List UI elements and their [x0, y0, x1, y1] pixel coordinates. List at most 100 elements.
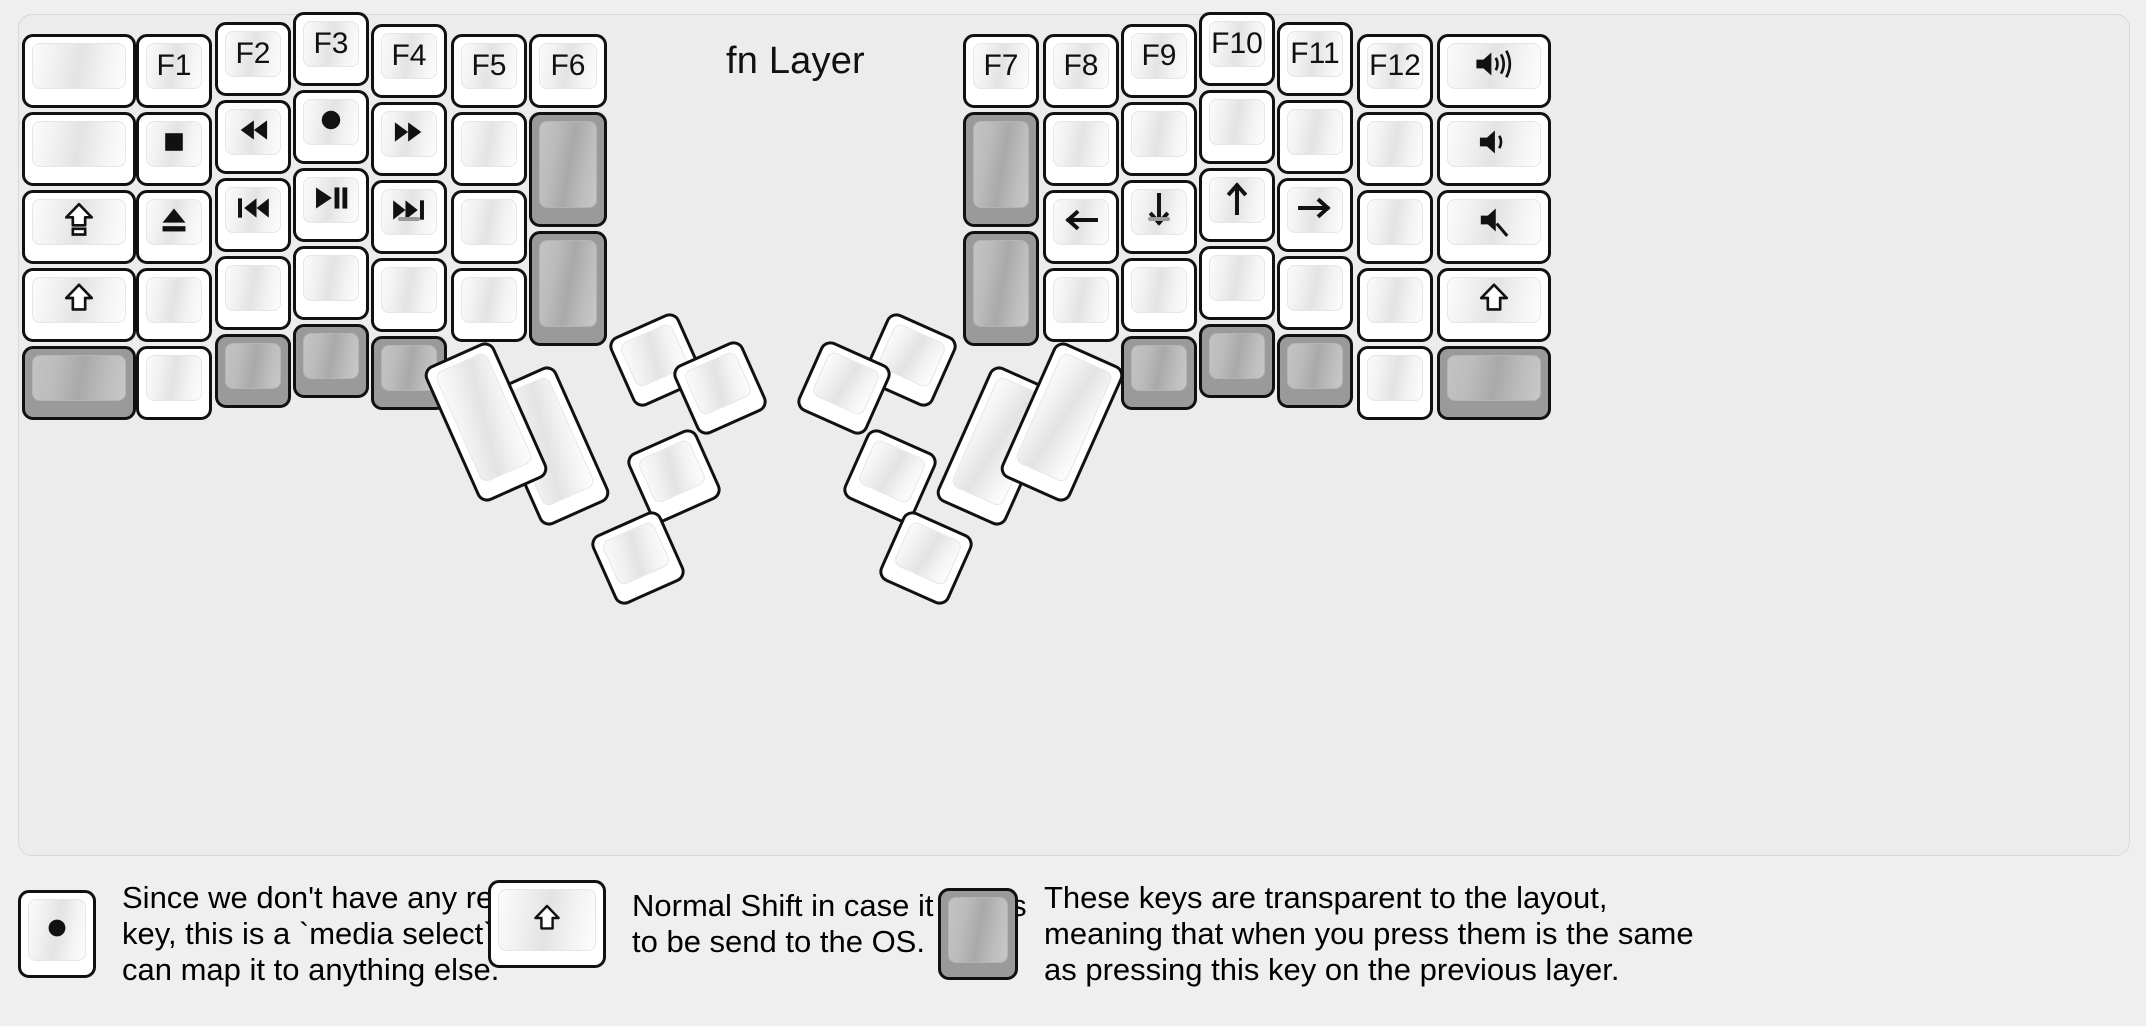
left-col-pinky-outer-key-1[interactable] — [22, 112, 136, 186]
keycap-surface — [225, 343, 281, 389]
right-col-middle-key-1[interactable] — [1199, 90, 1275, 164]
left-col-inner-key-2[interactable] — [529, 231, 607, 346]
right-col-middle-key-2[interactable] — [1199, 168, 1275, 242]
keycap-surface — [600, 520, 672, 587]
legend: Since we don't have any recording key, t… — [18, 862, 2128, 1012]
right-col-inner-key-2[interactable] — [963, 231, 1039, 346]
left-col-middle-key-1[interactable] — [293, 90, 369, 164]
left-col-ring-key-1[interactable] — [215, 100, 291, 174]
left-col-pinky-outer-key-2[interactable] — [22, 190, 136, 264]
keycap-surface — [303, 177, 359, 223]
left-col-pinky-key-3[interactable] — [136, 268, 212, 342]
left-col-inner-key-0[interactable]: F6 — [529, 34, 607, 108]
right-col-ring-key-2[interactable] — [1277, 178, 1353, 252]
left-col-index-key-3[interactable] — [371, 258, 447, 332]
keycap-surface: F9 — [1131, 33, 1187, 79]
left-col-pinky-key-2[interactable] — [136, 190, 212, 264]
right-col-index-inner-key-1[interactable] — [1043, 112, 1119, 186]
right-col-ring-key-4[interactable] — [1277, 334, 1353, 408]
right-col-pinky-key-4[interactable] — [1357, 346, 1433, 420]
right-col-index-inner-key-3[interactable] — [1043, 268, 1119, 342]
keycap-surface — [810, 350, 882, 417]
left-col-pinky-outer-key-4[interactable] — [22, 346, 136, 420]
key-label: F10 — [1211, 27, 1263, 60]
right-col-pinky-key-2[interactable] — [1357, 190, 1433, 264]
right-col-index-key-0[interactable]: F9 — [1121, 24, 1197, 98]
keycap-surface — [498, 889, 596, 951]
keycap-surface — [682, 350, 754, 417]
left-col-ring-key-2[interactable] — [215, 178, 291, 252]
keycap-surface — [636, 438, 708, 505]
left-col-middle-key-3[interactable] — [293, 246, 369, 320]
key-label: F6 — [550, 49, 586, 82]
left-col-ring-key-0[interactable]: F2 — [215, 22, 291, 96]
right-col-index-inner-key-0[interactable]: F8 — [1043, 34, 1119, 108]
legend-text-1: Normal Shift in case it needs to be send… — [632, 888, 1027, 959]
keycap-surface — [1367, 121, 1423, 167]
left-col-index-key-1[interactable] — [371, 102, 447, 176]
left-col-index-key-2[interactable] — [371, 180, 447, 254]
left-col-index-inner-key-1[interactable] — [451, 112, 527, 186]
left-col-index-inner-key-3[interactable] — [451, 268, 527, 342]
left-col-middle-key-0[interactable]: F3 — [293, 12, 369, 86]
keycap-surface — [32, 121, 126, 167]
right-col-middle-key-4[interactable] — [1199, 324, 1275, 398]
right-col-ring-key-3[interactable] — [1277, 256, 1353, 330]
right-col-middle-key-3[interactable] — [1199, 246, 1275, 320]
keycap-surface — [381, 189, 437, 235]
eject-icon — [152, 198, 196, 246]
right-col-pinky-outer-key-1[interactable] — [1437, 112, 1551, 186]
keycap-surface — [303, 255, 359, 301]
right-col-index-key-1[interactable] — [1121, 102, 1197, 176]
right-col-pinky-outer-key-2[interactable] — [1437, 190, 1551, 264]
record-icon — [309, 98, 353, 146]
right-col-pinky-key-0[interactable]: F12 — [1357, 34, 1433, 108]
left-col-middle-key-4[interactable] — [293, 324, 369, 398]
keycap-surface — [539, 240, 597, 327]
keycap-surface — [146, 121, 202, 167]
right-col-middle-key-0[interactable]: F10 — [1199, 12, 1275, 86]
left-col-inner-key-1[interactable] — [529, 112, 607, 227]
next-track-icon — [387, 188, 431, 236]
right-col-ring-key-0[interactable]: F11 — [1277, 22, 1353, 96]
left-col-pinky-key-1[interactable] — [136, 112, 212, 186]
arrow-left-icon — [1059, 198, 1103, 246]
left-col-ring-key-3[interactable] — [215, 256, 291, 330]
right-col-inner-key-1[interactable] — [963, 112, 1039, 227]
left-col-pinky-outer-key-0[interactable] — [22, 34, 136, 108]
keycap-surface: F6 — [539, 43, 597, 89]
right-col-index-key-2[interactable] — [1121, 180, 1197, 254]
keycap-surface — [28, 898, 86, 961]
left-col-index-key-0[interactable]: F4 — [371, 24, 447, 98]
right-col-pinky-key-1[interactable] — [1357, 112, 1433, 186]
left-col-index-inner-key-2[interactable] — [451, 190, 527, 264]
left-col-pinky-outer-key-3[interactable] — [22, 268, 136, 342]
shift-icon — [1472, 276, 1516, 324]
right-col-pinky-outer-key-4[interactable] — [1437, 346, 1551, 420]
keycap-surface — [1287, 265, 1343, 311]
volume-up-icon — [1472, 42, 1516, 90]
homing-bar — [1148, 217, 1170, 221]
left-col-pinky-key-4[interactable] — [136, 346, 212, 420]
legend-key-sample-2 — [938, 887, 1018, 980]
keycap-surface — [948, 896, 1008, 963]
right-col-index-inner-key-2[interactable] — [1043, 190, 1119, 264]
right-col-ring-key-1[interactable] — [1277, 100, 1353, 174]
right-col-pinky-outer-key-0[interactable] — [1437, 34, 1551, 108]
keycap-surface — [1209, 177, 1265, 223]
right-col-index-key-4[interactable] — [1121, 336, 1197, 410]
legend-key-sample-0 — [18, 889, 96, 978]
left-col-middle-key-2[interactable] — [293, 168, 369, 242]
left-col-index-inner-key-0[interactable]: F5 — [451, 34, 527, 108]
keycap-surface — [32, 43, 126, 89]
keycap-surface — [1447, 199, 1541, 245]
right-col-pinky-key-3[interactable] — [1357, 268, 1433, 342]
left-col-pinky-key-0[interactable]: F1 — [136, 34, 212, 108]
keycap-surface — [146, 277, 202, 323]
right-col-index-key-3[interactable] — [1121, 258, 1197, 332]
shift-icon — [527, 898, 567, 942]
keycap-surface — [32, 277, 126, 323]
left-col-ring-key-4[interactable] — [215, 334, 291, 408]
right-col-pinky-outer-key-3[interactable] — [1437, 268, 1551, 342]
right-col-inner-key-0[interactable]: F7 — [963, 34, 1039, 108]
